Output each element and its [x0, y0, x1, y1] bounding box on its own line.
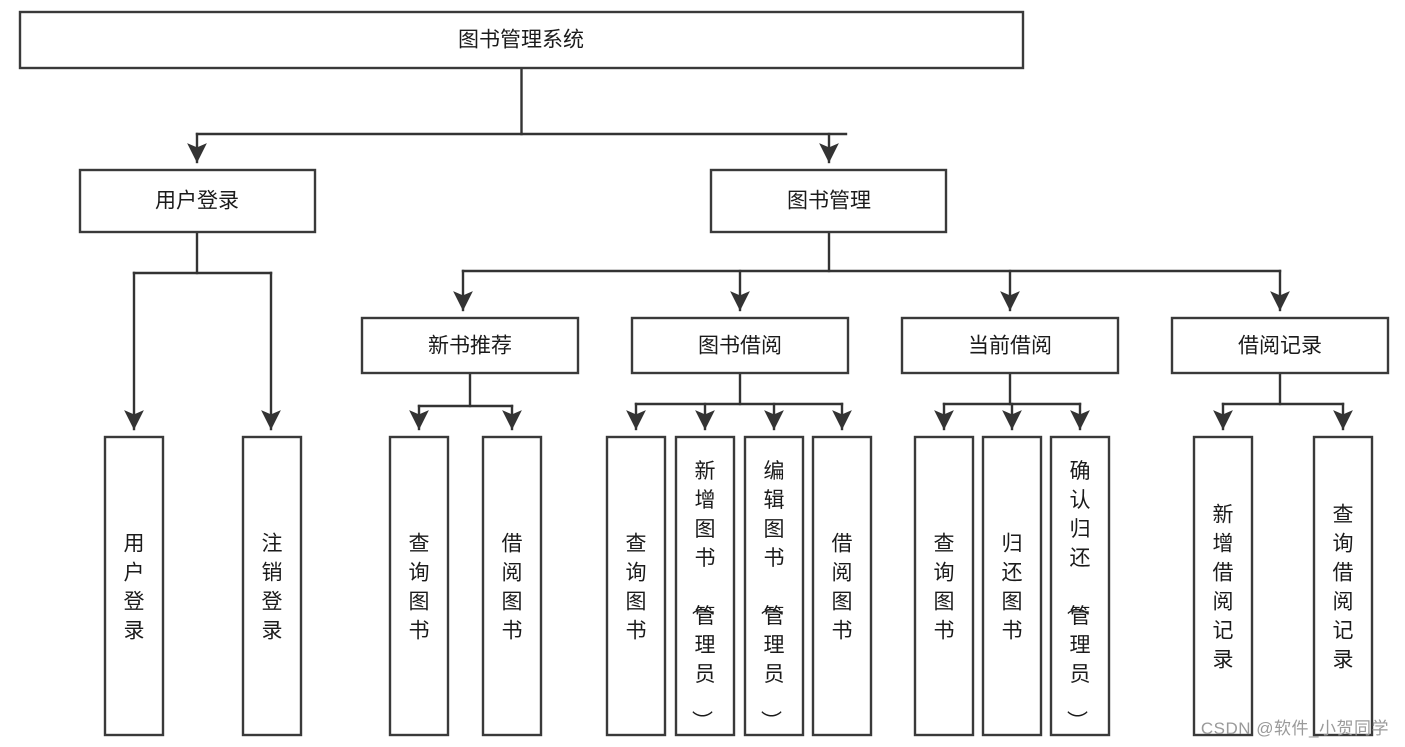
node-leaf-user-login-label: 用户登录 — [124, 533, 145, 643]
node-leaf-query-book-2-box[interactable] — [605, 435, 667, 737]
node-leaf-borrow-book-1-label: 借阅图书 — [502, 533, 523, 643]
node-current-borrow[interactable]: 当前借阅 — [900, 316, 1120, 375]
node-leaf-query-book-3-box[interactable] — [913, 435, 975, 737]
node-leaf-user-login[interactable]: 用户登录 — [103, 435, 165, 737]
node-borrow-record-box[interactable] — [1170, 316, 1390, 375]
node-root-box[interactable] — [18, 10, 1025, 70]
node-borrow-record-label: 借阅记录 — [1238, 335, 1322, 358]
node-book-manage-label: 图书管理 — [787, 190, 871, 213]
node-leaf-borrow-book-2[interactable]: 借阅图书 — [811, 435, 873, 737]
node-leaf-add-record-label: 新增借阅记录 — [1213, 504, 1234, 672]
node-new-book-rec-box[interactable] — [360, 316, 580, 375]
node-leaf-borrow-book-1[interactable]: 借阅图书 — [481, 435, 543, 737]
node-leaf-confirm-return-box[interactable] — [1049, 435, 1111, 737]
node-leaf-add-book-label: 新增图书（管理员） — [690, 460, 716, 731]
node-leaf-confirm-return-label: 确认归还（管理员） — [1065, 460, 1091, 731]
node-leaf-query-book-3[interactable]: 查询图书 — [913, 435, 975, 737]
node-leaf-query-book-2-label: 查询图书 — [626, 533, 647, 643]
node-leaf-confirm-return[interactable]: 确认归还（管理员） — [1049, 435, 1111, 737]
node-leaf-query-book-1-label: 查询图书 — [409, 533, 430, 643]
node-user-login-box[interactable] — [78, 168, 317, 234]
node-leaf-borrow-book-2-label: 借阅图书 — [832, 533, 853, 643]
node-leaf-borrow-book-1-box[interactable] — [481, 435, 543, 737]
node-leaf-add-record[interactable]: 新增借阅记录 — [1192, 435, 1254, 737]
node-leaf-query-book-3-label: 查询图书 — [934, 533, 955, 643]
node-user-login[interactable]: 用户登录 — [78, 168, 317, 234]
node-leaf-edit-book[interactable]: 编辑图书（管理员） — [743, 435, 805, 737]
node-leaf-user-logout[interactable]: 注销登录 — [241, 435, 303, 737]
node-leaf-return-book[interactable]: 归还图书 — [981, 435, 1043, 737]
node-leaf-edit-book-label: 编辑图书（管理员） — [759, 460, 785, 731]
node-current-borrow-box[interactable] — [900, 316, 1120, 375]
node-leaf-query-book-2[interactable]: 查询图书 — [605, 435, 667, 737]
node-book-manage-box[interactable] — [709, 168, 948, 234]
node-leaf-borrow-book-2-box[interactable] — [811, 435, 873, 737]
node-borrow-record[interactable]: 借阅记录 — [1170, 316, 1390, 375]
node-leaf-user-logout-box[interactable] — [241, 435, 303, 737]
node-leaf-query-book-1-box[interactable] — [388, 435, 450, 737]
node-book-manage[interactable]: 图书管理 — [709, 168, 948, 234]
node-leaf-query-book-1[interactable]: 查询图书 — [388, 435, 450, 737]
node-user-login-label: 用户登录 — [155, 190, 239, 213]
node-book-borrow-box[interactable] — [630, 316, 850, 375]
node-leaf-user-login-box[interactable] — [103, 435, 165, 737]
node-leaf-query-record-box[interactable] — [1312, 435, 1374, 737]
node-leaf-user-logout-label: 注销登录 — [262, 533, 283, 643]
node-new-book-rec[interactable]: 新书推荐 — [360, 316, 580, 375]
node-new-book-rec-label: 新书推荐 — [428, 335, 512, 358]
node-root[interactable]: 图书管理系统 — [18, 10, 1025, 70]
node-leaf-edit-book-box[interactable] — [743, 435, 805, 737]
csdn-watermark: CSDN @软件_小贺同学 — [1200, 719, 1389, 738]
node-leaf-return-book-box[interactable] — [981, 435, 1043, 737]
node-leaf-return-book-label: 归还图书 — [1002, 533, 1023, 643]
node-current-borrow-label: 当前借阅 — [968, 335, 1052, 358]
node-leaf-add-book-box[interactable] — [674, 435, 736, 737]
node-leaf-add-book[interactable]: 新增图书（管理员） — [674, 435, 736, 737]
node-leaf-add-record-box[interactable] — [1192, 435, 1254, 737]
node-root-label: 图书管理系统 — [458, 29, 584, 52]
node-book-borrow[interactable]: 图书借阅 — [630, 316, 850, 375]
node-leaf-query-record[interactable]: 查询借阅记录 — [1312, 435, 1374, 737]
connector-layer — [124, 66, 1353, 431]
node-book-borrow-label: 图书借阅 — [698, 335, 782, 358]
node-leaf-query-record-label: 查询借阅记录 — [1333, 504, 1354, 672]
